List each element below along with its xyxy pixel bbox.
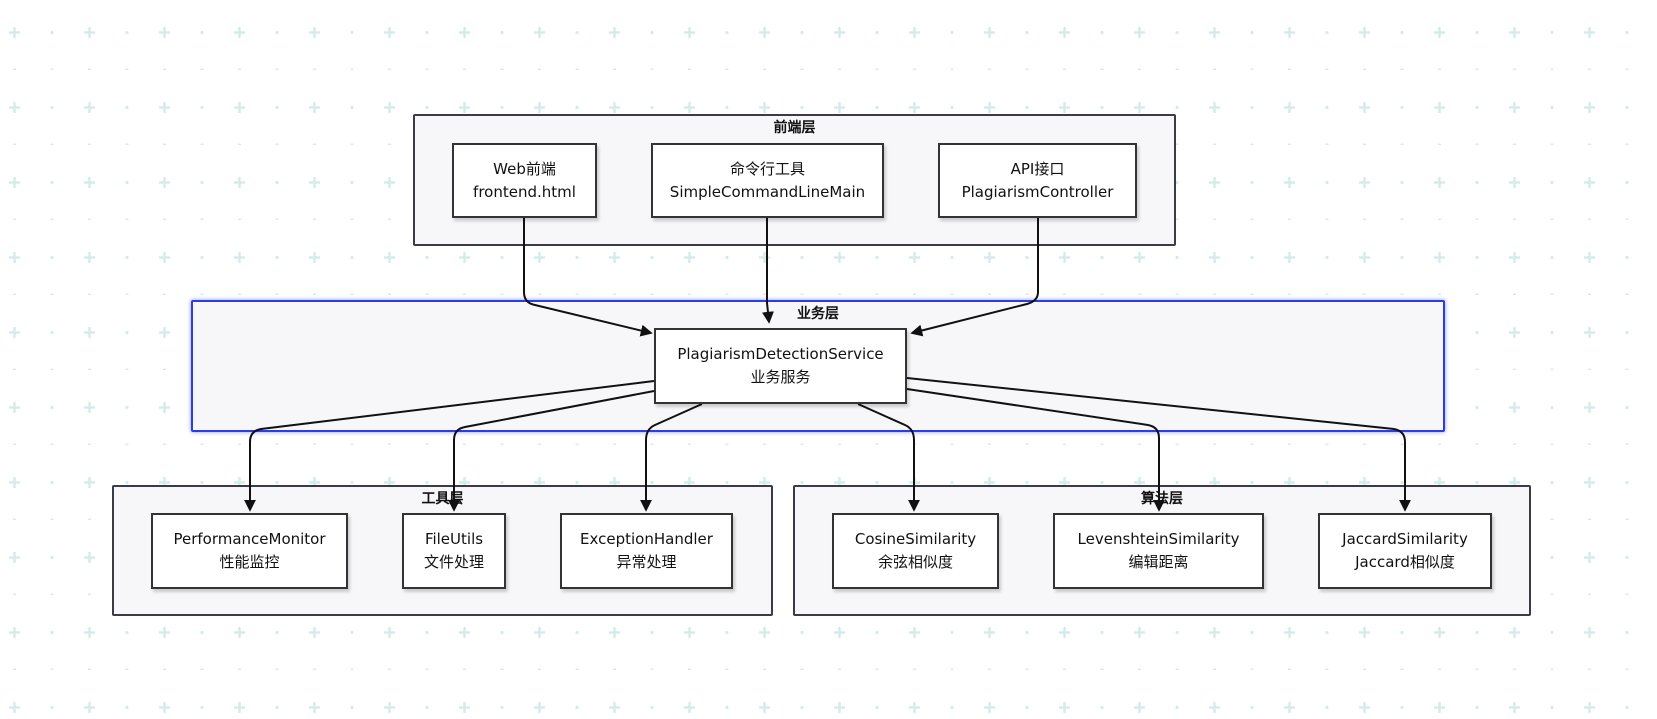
group-title-algorithm: 算法层 <box>1141 491 1183 507</box>
node-command-line-tool[interactable]: 命令行工具 SimpleCommandLineMain <box>651 143 884 218</box>
node-exception-handler[interactable]: ExceptionHandler 异常处理 <box>560 513 733 589</box>
node-performance-monitor-title: PerformanceMonitor <box>173 530 326 548</box>
node-levenshtein-similarity-title: LevenshteinSimilarity <box>1077 530 1240 548</box>
node-file-utils-title: FileUtils <box>424 530 484 548</box>
node-cosine-similarity[interactable]: CosineSimilarity 余弦相似度 <box>832 513 999 589</box>
node-business-service-title: PlagiarismDetectionService <box>677 345 884 363</box>
node-web-frontend-subtitle: frontend.html <box>473 182 576 201</box>
node-levenshtein-similarity-subtitle: 编辑距离 <box>1128 553 1189 571</box>
node-jaccard-similarity[interactable]: JaccardSimilarity Jaccard相似度 <box>1318 513 1492 589</box>
node-exception-handler-title: ExceptionHandler <box>580 530 713 548</box>
node-web-frontend-title: Web前端 <box>493 159 556 178</box>
node-file-utils[interactable]: FileUtils 文件处理 <box>402 513 506 589</box>
node-jaccard-similarity-title: JaccardSimilarity <box>1342 530 1468 548</box>
node-web-frontend[interactable]: Web前端 frontend.html <box>452 143 597 218</box>
node-performance-monitor[interactable]: PerformanceMonitor 性能监控 <box>151 513 348 589</box>
node-api-interface-subtitle: PlagiarismController <box>961 182 1114 201</box>
node-command-line-tool-title: 命令行工具 <box>729 159 805 178</box>
node-cosine-similarity-title: CosineSimilarity <box>854 530 977 548</box>
node-api-interface-title: API接口 <box>1010 159 1065 178</box>
group-title-frontend: 前端层 <box>773 120 816 136</box>
node-business-service-subtitle: 业务服务 <box>750 368 811 386</box>
node-levenshtein-similarity[interactable]: LevenshteinSimilarity 编辑距离 <box>1053 513 1264 589</box>
node-exception-handler-subtitle: 异常处理 <box>616 553 677 571</box>
node-performance-monitor-subtitle: 性能监控 <box>219 553 280 571</box>
node-jaccard-similarity-subtitle: Jaccard相似度 <box>1355 553 1455 571</box>
node-file-utils-subtitle: 文件处理 <box>423 553 484 571</box>
node-cosine-similarity-subtitle: 余弦相似度 <box>877 553 953 571</box>
node-command-line-tool-subtitle: SimpleCommandLineMain <box>669 182 866 201</box>
node-business-service[interactable]: PlagiarismDetectionService 业务服务 <box>654 328 907 404</box>
group-title-business: 业务层 <box>797 306 839 322</box>
group-title-tools: 工具层 <box>421 491 464 507</box>
node-api-interface[interactable]: API接口 PlagiarismController <box>938 143 1137 218</box>
